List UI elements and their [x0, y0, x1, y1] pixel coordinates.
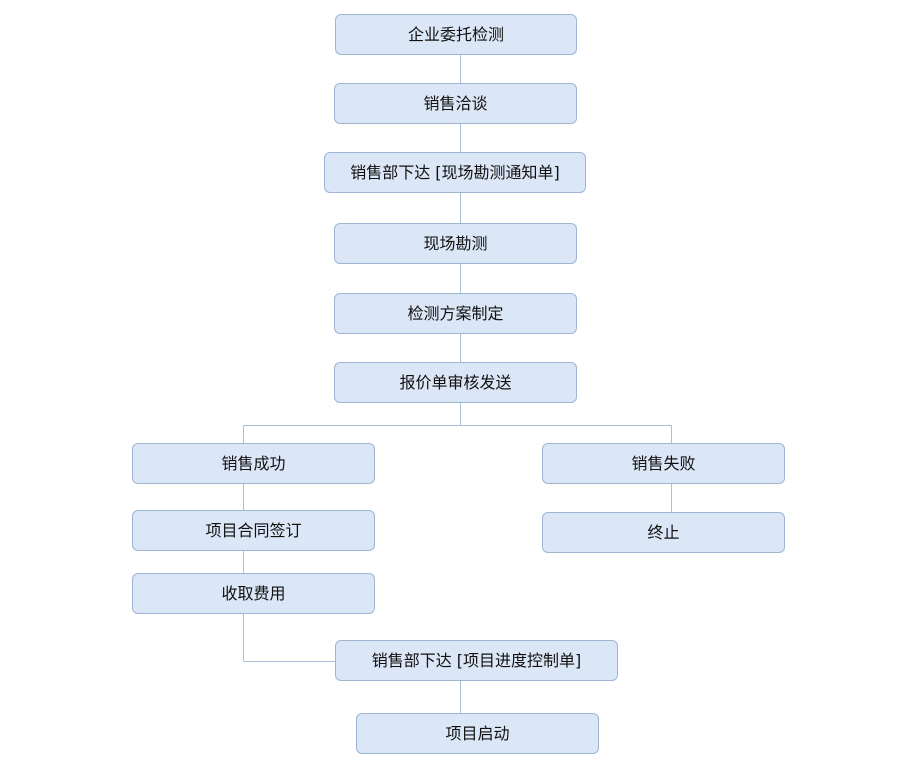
node-progress-control-order: 销售部下达 [项目进度控制单] — [335, 640, 618, 681]
node-enterprise-commission: 企业委托检测 — [335, 14, 577, 55]
node-sales-failure: 销售失败 — [542, 443, 785, 484]
node-collect-fees: 收取费用 — [132, 573, 375, 614]
node-terminate: 终止 — [542, 512, 785, 553]
node-quote-review: 报价单审核发送 — [334, 362, 577, 403]
node-sales-negotiation: 销售洽谈 — [334, 83, 577, 124]
node-test-plan: 检测方案制定 — [334, 293, 577, 334]
node-contract-signing: 项目合同签订 — [132, 510, 375, 551]
node-sales-success: 销售成功 — [132, 443, 375, 484]
node-site-survey-notice: 销售部下达 [现场勘测通知单] — [324, 152, 586, 193]
node-project-start: 项目启动 — [356, 713, 599, 754]
node-site-survey: 现场勘测 — [334, 223, 577, 264]
